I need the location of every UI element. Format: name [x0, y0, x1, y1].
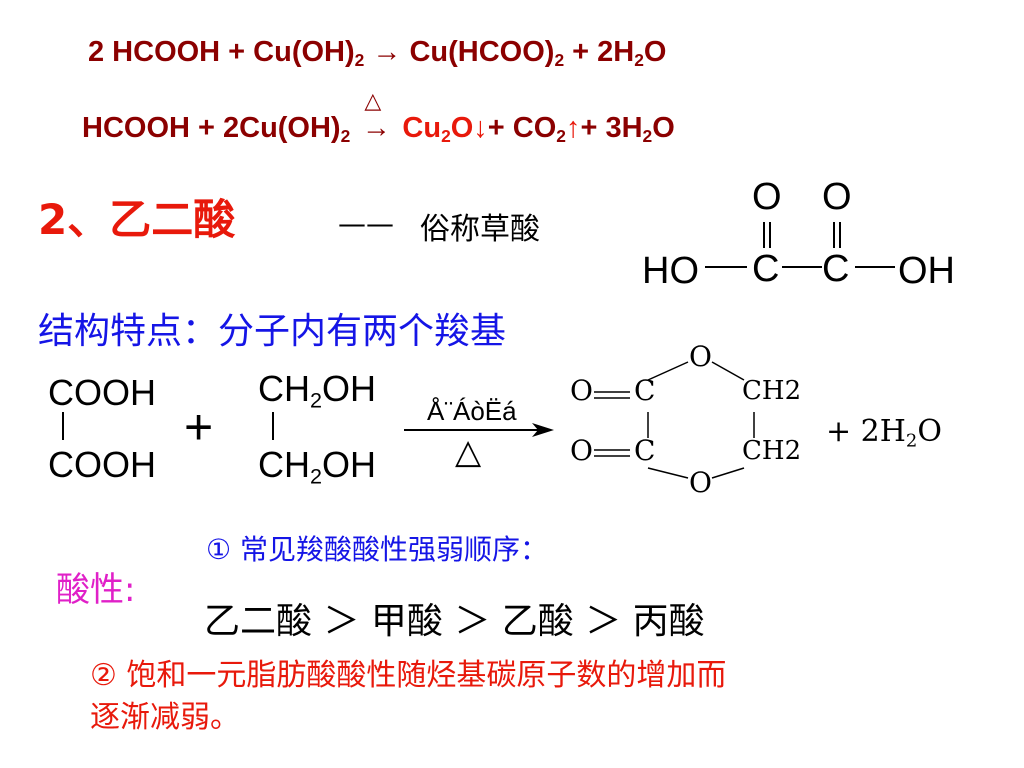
- structure-feature: 结构特点：分子内有两个羧基: [38, 311, 507, 352]
- alias-text: 俗称草酸: [420, 212, 540, 247]
- single-bond: [705, 266, 747, 268]
- acidity-order: 乙二酸 ＞ 甲酸 ＞ 乙酸 ＞ 丙酸: [204, 601, 705, 642]
- plus-sign: +: [184, 399, 214, 455]
- double-bond: [763, 222, 765, 248]
- section-title: 2、乙二酸: [38, 195, 236, 244]
- heat-symbol: △: [455, 433, 482, 471]
- acidity-point-2-line-1: ② 饱和一元脂肪酸酸性随烃基碳原子数的增加而: [90, 658, 727, 693]
- equation-formic-cu-oh: 2 HCOOH + Cu(OH)2 → Cu(HCOO)2 + 2H2O: [88, 36, 667, 71]
- reaction-arrow: →: [372, 36, 402, 68]
- double-bond: [839, 222, 841, 248]
- acidity-label: 酸性:: [56, 570, 136, 610]
- acidity-point-1: ① 常见羧酸酸性强弱顺序：: [206, 533, 549, 566]
- reaction-condition: Å¨ÁòËá: [427, 396, 517, 426]
- heat-symbol: △: [364, 88, 382, 113]
- cyclic-ester-ring: [594, 361, 755, 479]
- equation-formic-oxidation: HCOOH + 2Cu(OH)2 △ → Cu2O↓+ CO2↑+ 3H2O: [82, 88, 675, 147]
- double-bond: [769, 222, 771, 248]
- reaction-arrow: [404, 423, 554, 437]
- single-bond: [782, 266, 822, 268]
- water-product: + 2H2O: [826, 414, 942, 452]
- single-bond: [855, 266, 895, 268]
- alias-dash: ——: [338, 207, 394, 240]
- acidity-point-2-line-2: 逐渐减弱。: [90, 700, 240, 735]
- bond-vertical: [62, 412, 64, 440]
- double-bond: [833, 222, 835, 248]
- bond-vertical: [272, 412, 274, 440]
- heat-arrow: △ →: [361, 88, 391, 144]
